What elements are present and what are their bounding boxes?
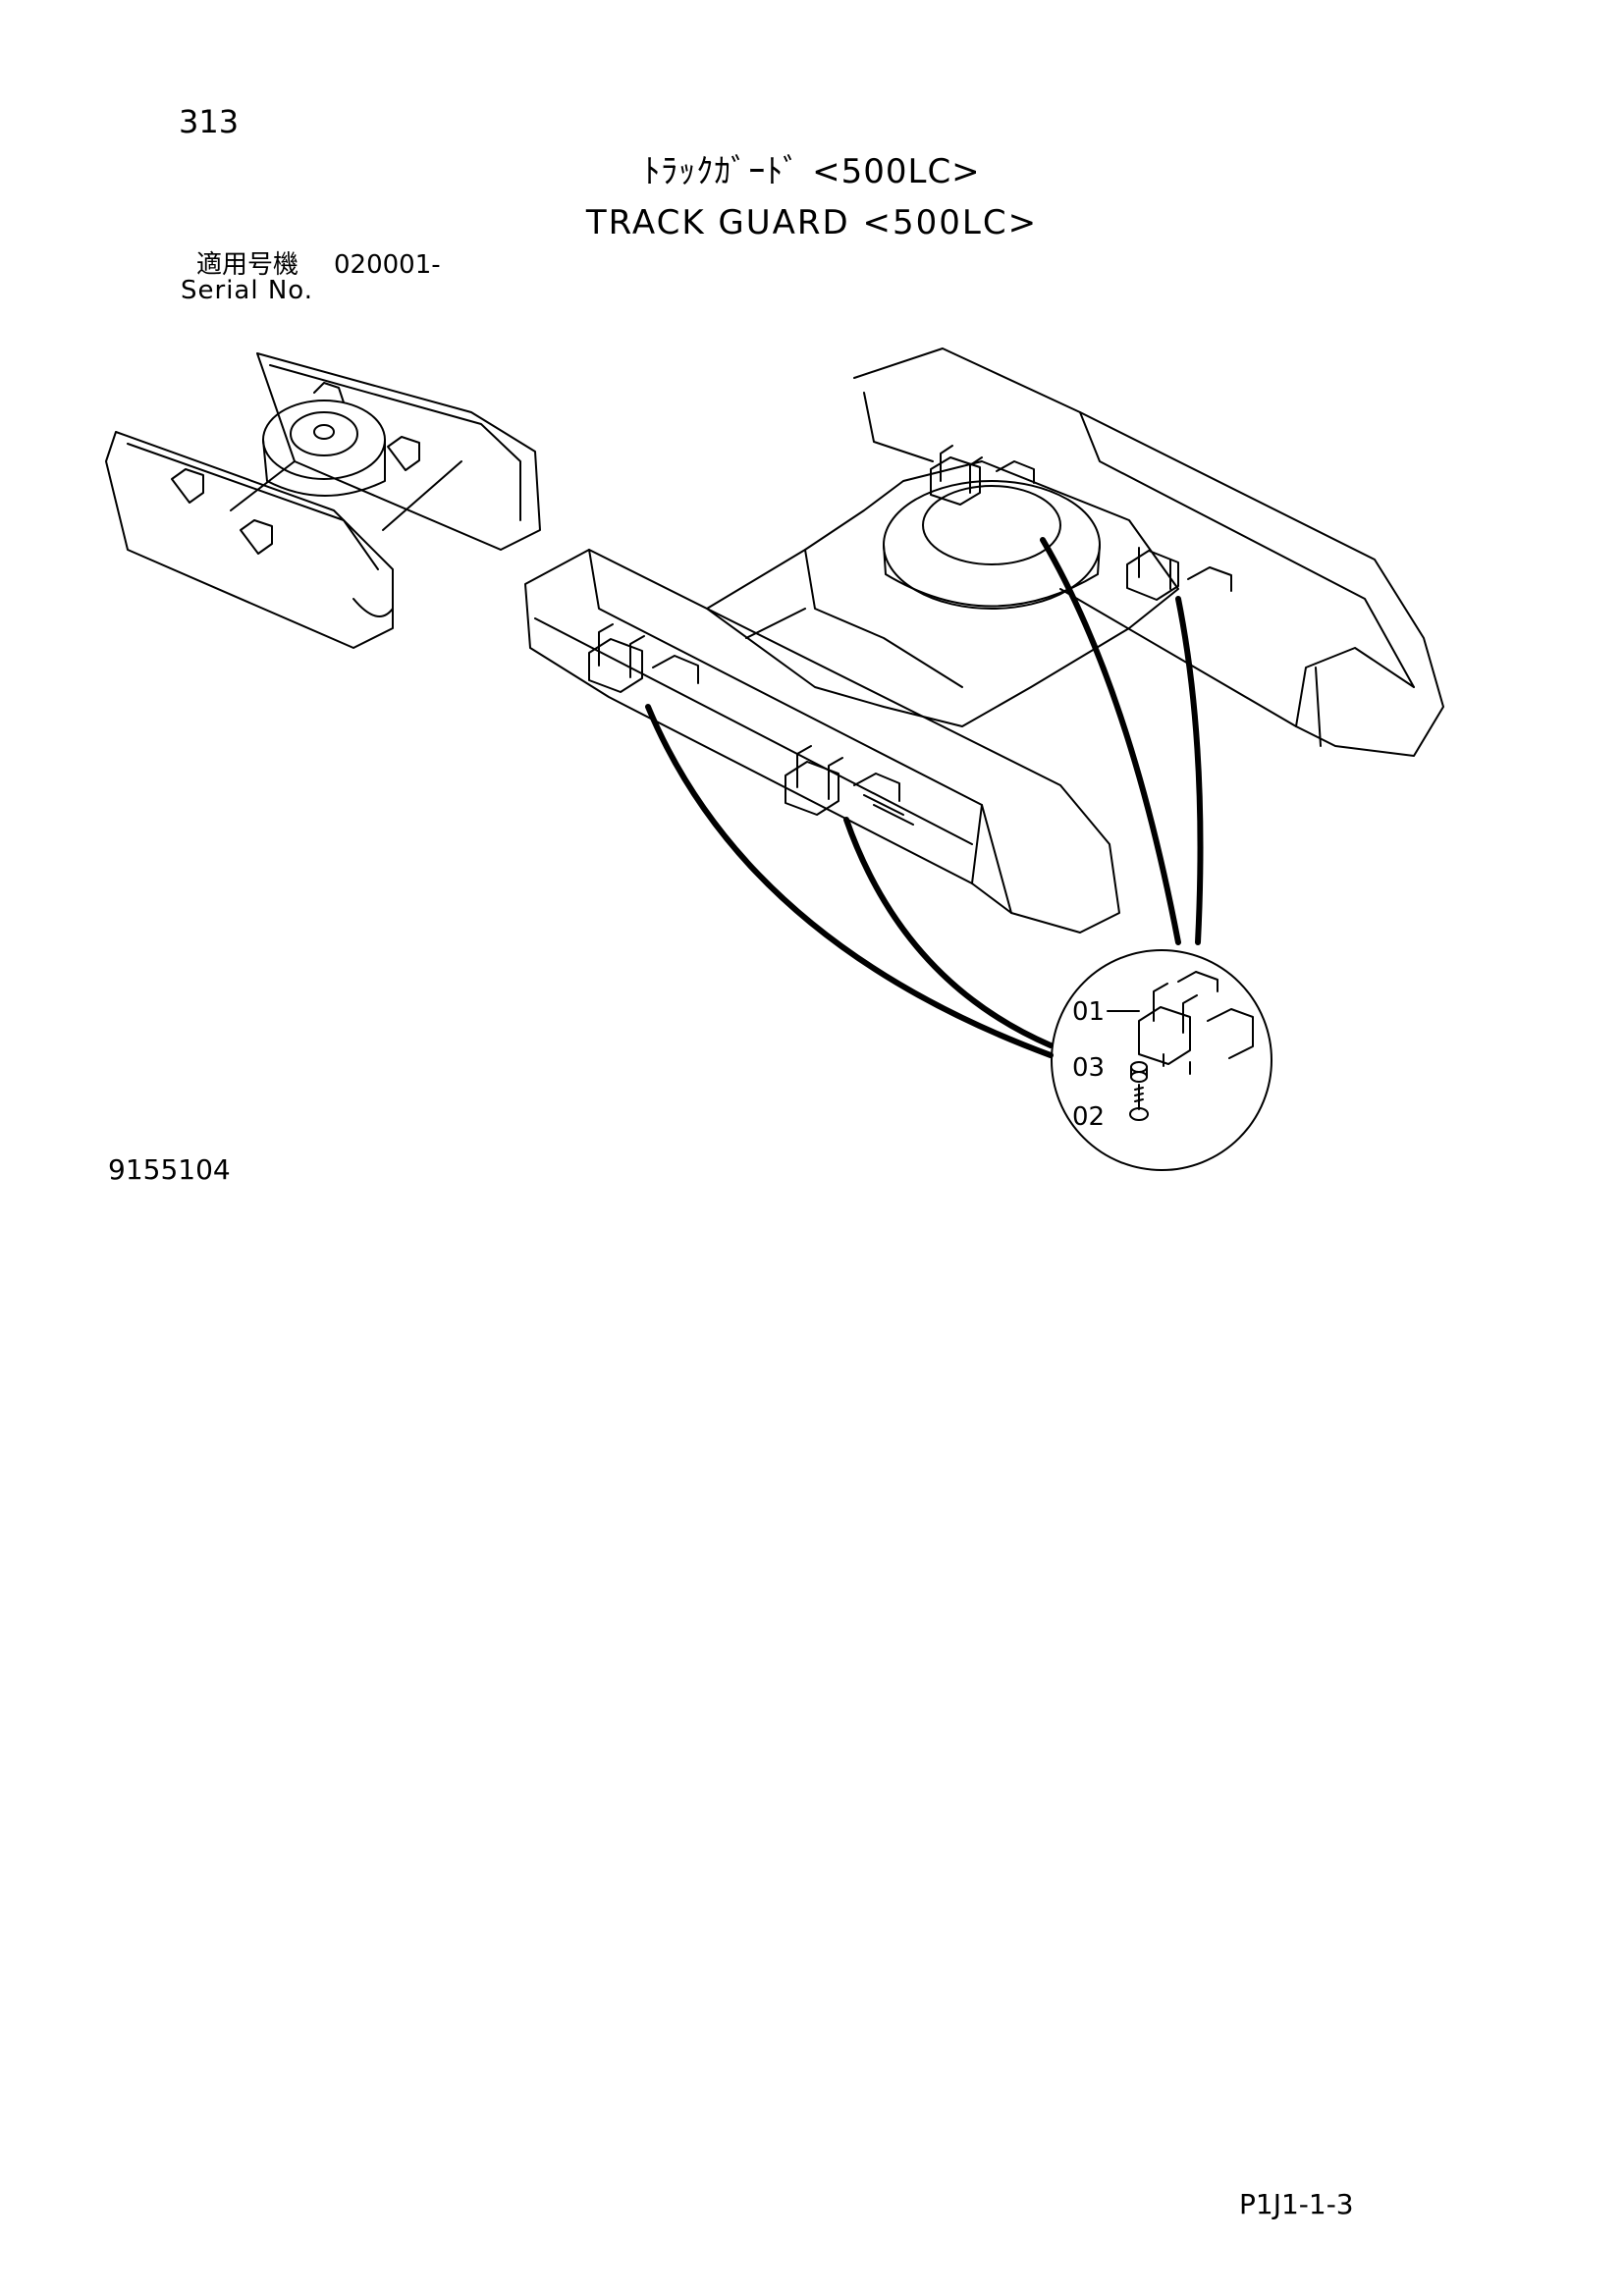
callout-02: 02 bbox=[1072, 1102, 1106, 1132]
callout-01: 01 bbox=[1072, 997, 1106, 1027]
title-english: TRACK GUARD <500LC> bbox=[585, 203, 1039, 242]
page-number: 313 bbox=[179, 103, 240, 140]
figure-number: 9155104 bbox=[108, 1153, 231, 1186]
serial-value: 020001- bbox=[334, 250, 441, 280]
callout-03: 03 bbox=[1072, 1053, 1106, 1083]
detail-circle bbox=[1051, 949, 1272, 1171]
page-code: P1J1-1-3 bbox=[1239, 2188, 1354, 2220]
serial-label-english: Serial No. bbox=[181, 276, 313, 305]
serial-label-japanese: 適用号機 bbox=[196, 250, 299, 280]
title-japanese: ﾄﾗｯｸｶﾞｰﾄﾞ <500LC> bbox=[643, 152, 981, 191]
overview-undercarriage bbox=[105, 352, 541, 649]
main-undercarriage bbox=[524, 347, 1444, 934]
leader-lines bbox=[645, 537, 1204, 1058]
